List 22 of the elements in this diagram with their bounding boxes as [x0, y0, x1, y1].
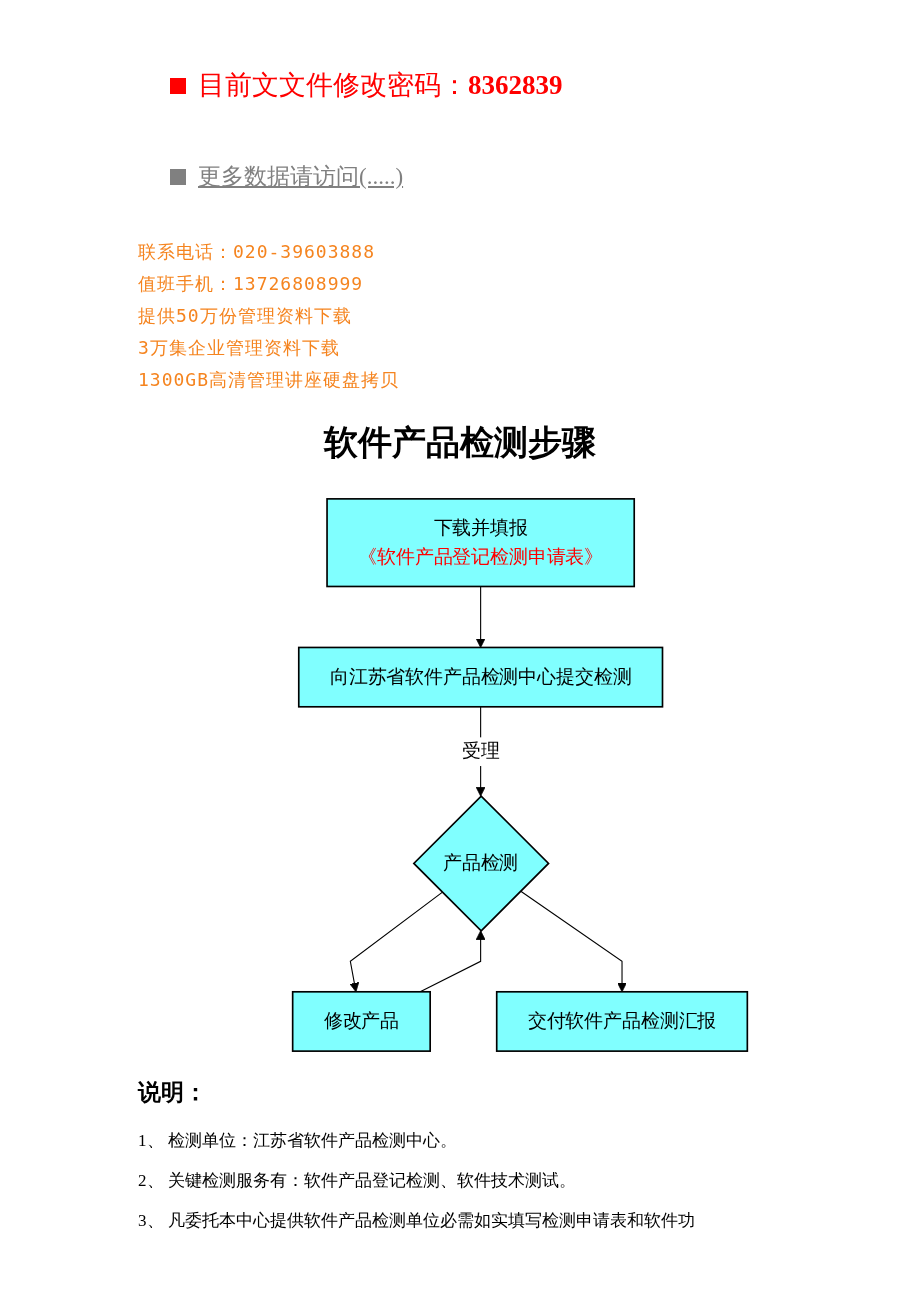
note-item: 1、 检测单位：江苏省软件产品检测中心。 [138, 1130, 457, 1152]
notes-heading: 说明： [138, 1079, 207, 1107]
note-item: 3、 凡委托本中心提供软件产品检测单位必需如实填写检测申请表和软件功 [138, 1210, 695, 1232]
arrow [519, 890, 627, 993]
contact-note: 联系电话：020-39603888 [138, 240, 376, 264]
password-note: 目前文文件修改密码：8362839 [198, 69, 563, 102]
arrow [475, 585, 486, 648]
decision-diamond: 产品检测 [412, 794, 550, 932]
promo-note: 1300GB高清管理讲座硬盘拷贝 [138, 368, 400, 392]
process-box: 交付软件产品检测汇报 [495, 990, 749, 1052]
process-box: 下载并填报 《软件产品登记检测申请表》 [326, 498, 636, 588]
contact-note: 值班手机：13726808999 [138, 272, 364, 296]
edge-label: 受理 [461, 737, 500, 766]
process-box: 向江苏省软件产品检测中心提交检测 [297, 646, 664, 708]
arrow [419, 930, 486, 993]
more-data-link: 更多数据请访问(.....) [198, 163, 404, 191]
arrow [349, 891, 443, 993]
promo-note: 3万集企业管理资料下载 [138, 336, 340, 360]
note-item: 2、 关键检测服务有：软件产品登记检测、软件技术测试。 [138, 1170, 576, 1192]
process-box: 修改产品 [291, 990, 431, 1052]
promo-note: 提供50万份管理资料下载 [138, 304, 352, 328]
diagram-title: 软件产品检测步骤 [324, 423, 596, 463]
